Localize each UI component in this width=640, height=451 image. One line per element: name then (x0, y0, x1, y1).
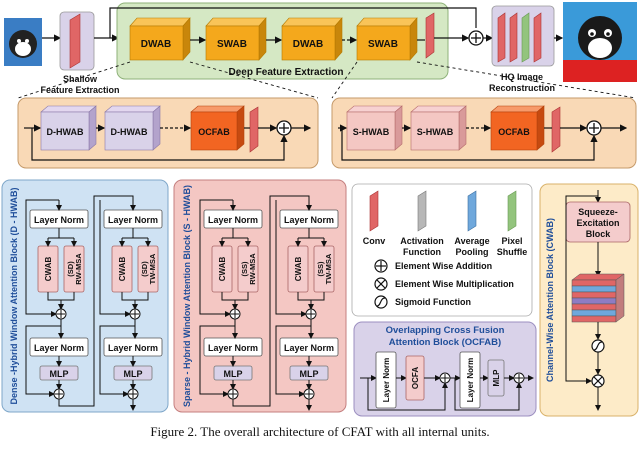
hq-label-1: HQ Image (501, 72, 543, 82)
svg-text:OCFAB: OCFAB (498, 127, 530, 137)
dwab-block-1: DWAB (129, 17, 191, 61)
svg-text:Layer Norm: Layer Norm (284, 215, 334, 225)
svg-text:S-HWAB: S-HWAB (417, 127, 454, 137)
svg-text:(SD): (SD) (66, 261, 75, 277)
svg-text:Pooling: Pooling (456, 247, 489, 257)
svg-text:MLP: MLP (50, 369, 69, 379)
svg-text:S-HWAB: S-HWAB (353, 127, 390, 137)
legend-mul: Element Wise Multiplication (374, 277, 514, 291)
dhwab-right-column: Layer Norm CWAB (SD) TW-MSA Layer Norm M… (58, 195, 163, 411)
svg-text:Activation: Activation (400, 236, 444, 246)
shwab-right-column: Layer Norm CWAB (SS) TW-MSA Layer Norm M… (232, 195, 339, 411)
deep-conv-layer (425, 12, 435, 59)
legend-panel (351, 183, 533, 317)
svg-text:DWAB: DWAB (141, 39, 172, 50)
swab-block-2: SWAB (356, 17, 418, 61)
shwab-left-column: Layer Norm CWAB (SS) RW-MSA Layer Norm M… (199, 199, 263, 400)
svg-text:Sigmoid Function: Sigmoid Function (395, 297, 471, 307)
dwab-hwab-1: D-HWAB (40, 105, 97, 151)
svg-text:Layer Norm: Layer Norm (466, 358, 475, 402)
dhwab-left-column: Layer Norm CWAB (SD) RW-MSA Layer Norm M… (25, 199, 89, 400)
ocfab-title-1: Overlapping Cross Fusion (386, 325, 505, 336)
legend-activation: Activation Function (400, 190, 444, 257)
swab-hwab-1: S-HWAB (346, 105, 403, 151)
dwab-block-2: DWAB (281, 17, 343, 61)
svg-text:Layer Norm: Layer Norm (208, 215, 258, 225)
legend-pixel-shuffle: Pixel Shuffle (497, 190, 528, 257)
cwab-inner: Squeeze- Excitation Block (565, 190, 631, 411)
dwab-conv-layer (249, 106, 259, 153)
svg-text:DWAB: DWAB (293, 39, 324, 50)
cwab-side-title: Channel-Wise Attention Block (CWAB) (545, 218, 555, 382)
svg-text:MLP: MLP (124, 369, 143, 379)
svg-text:Element Wise Multiplication: Element Wise Multiplication (395, 279, 514, 289)
cwab-sigmoid-icon (591, 339, 605, 353)
svg-text:OCFA: OCFA (411, 367, 420, 389)
svg-text:RW-MSA: RW-MSA (74, 253, 83, 285)
svg-text:Layer Norm: Layer Norm (108, 343, 158, 353)
dhwab-side-title: Dense -Hybrid Window Attention Block (D … (9, 187, 19, 404)
svg-text:Element Wise Addition: Element Wise Addition (395, 261, 492, 271)
shallow-label-1: Shallow (63, 74, 98, 84)
dwab-ocfab-block: OCFAB (190, 105, 245, 151)
svg-text:Conv: Conv (363, 236, 386, 246)
swab-add-icon (586, 120, 602, 136)
swab-conv-layer (551, 106, 561, 153)
svg-text:Excitation: Excitation (576, 218, 619, 228)
svg-text:Average: Average (454, 236, 489, 246)
svg-text:Function: Function (403, 247, 441, 257)
svg-text:Layer Norm: Layer Norm (34, 343, 84, 353)
hq-label-2: Reconstruction (489, 83, 555, 93)
svg-text:(SD): (SD) (140, 261, 149, 277)
input-image (4, 18, 42, 66)
svg-text:Layer Norm: Layer Norm (284, 343, 334, 353)
svg-text:Pixel: Pixel (501, 236, 522, 246)
figure-caption: Figure 2. The overall architecture of CF… (150, 424, 489, 439)
cwab-multiply-icon (591, 374, 605, 388)
svg-text:Squeeze-: Squeeze- (578, 207, 618, 217)
svg-text:MLP: MLP (224, 369, 243, 379)
svg-text:SWAB: SWAB (217, 39, 247, 50)
svg-text:CWAB: CWAB (218, 257, 227, 282)
svg-text:SWAB: SWAB (368, 39, 398, 50)
svg-text:CWAB: CWAB (118, 257, 127, 282)
svg-text:Shuffle: Shuffle (497, 247, 528, 257)
svg-text:RW-MSA: RW-MSA (248, 253, 257, 285)
legend-add: Element Wise Addition (374, 259, 492, 273)
svg-text:(SS): (SS) (316, 261, 325, 277)
svg-text:Block: Block (586, 229, 612, 239)
shallow-label-2: Feature Extraction (40, 85, 119, 95)
svg-text:D-HWAB: D-HWAB (111, 127, 148, 137)
dwab-add-icon (276, 120, 292, 136)
legend-avgpool: Average Pooling (454, 190, 490, 257)
svg-text:TW-MSA: TW-MSA (324, 253, 333, 284)
swab-hwab-2: S-HWAB (410, 105, 467, 151)
shwab-side-title: Sparse - Hybrid Window Attention Block (… (182, 185, 192, 407)
output-image (563, 2, 637, 82)
ocfab-title-2: Attention Block (OCFAB) (389, 337, 501, 348)
cwab-feature-stack (571, 273, 625, 323)
svg-text:Layer Norm: Layer Norm (208, 343, 258, 353)
swab-ocfab-block: OCFAB (490, 105, 545, 151)
legend-conv: Conv (363, 190, 386, 246)
svg-text:TW-MSA: TW-MSA (148, 253, 157, 284)
svg-text:Layer Norm: Layer Norm (34, 215, 84, 225)
svg-text:(SS): (SS) (240, 261, 249, 277)
ocfab-inner: Layer Norm OCFA Layer Norm MLP (360, 351, 534, 411)
svg-text:Layer Norm: Layer Norm (108, 215, 158, 225)
top-add-icon (468, 30, 484, 46)
deep-feature-label: Deep Feature Extraction (228, 67, 343, 78)
svg-text:CWAB: CWAB (294, 257, 303, 282)
swab-block-1: SWAB (205, 17, 267, 61)
svg-text:D-HWAB: D-HWAB (47, 127, 84, 137)
svg-text:Layer Norm: Layer Norm (382, 358, 391, 402)
legend-sigmoid: Sigmoid Function (374, 295, 471, 309)
svg-text:OCFAB: OCFAB (198, 127, 230, 137)
svg-text:CWAB: CWAB (44, 257, 53, 282)
shallow-conv-layer (69, 13, 81, 69)
svg-text:MLP: MLP (300, 369, 319, 379)
dwab-hwab-2: D-HWAB (104, 105, 161, 151)
svg-text:MLP: MLP (492, 369, 501, 387)
